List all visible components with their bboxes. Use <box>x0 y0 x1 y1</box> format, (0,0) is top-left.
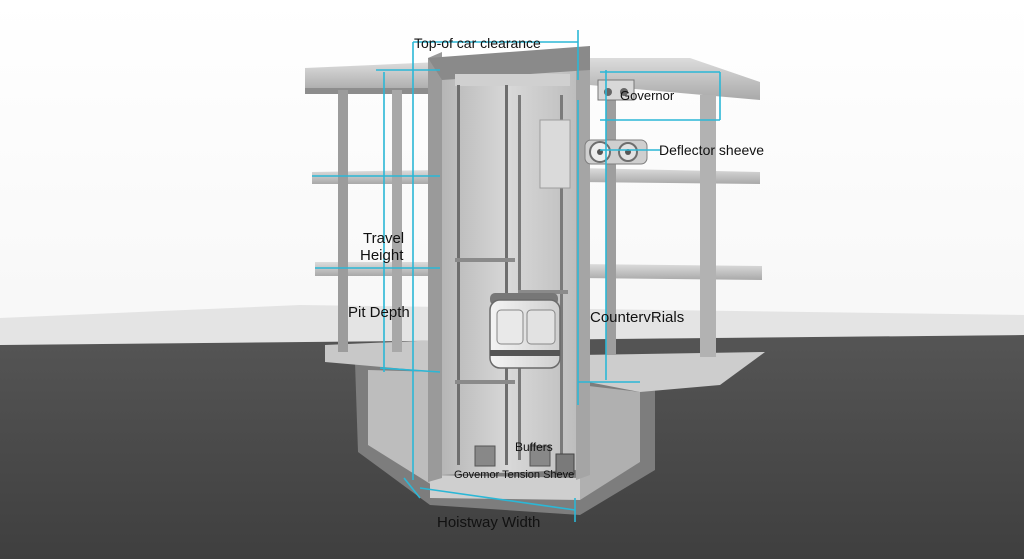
pit-depth-dimension <box>379 367 441 373</box>
machine-beam <box>455 74 570 86</box>
label-hoistway-width: Hoistway Width <box>437 514 540 531</box>
counterweight <box>539 119 571 189</box>
label-travel: Travel <box>363 230 404 247</box>
label-top-clearance: Top-of car clearance <box>414 35 541 51</box>
hoistway-width-dimension <box>419 487 576 511</box>
label-buffers: Buffers <box>515 440 553 454</box>
right-columns <box>606 90 716 357</box>
buffers <box>474 445 551 467</box>
label-counter-rails: CountervRials <box>590 309 684 326</box>
label-deflector-sheave: Deflector sheeve <box>659 142 764 158</box>
governor-tension-sheave <box>555 453 575 475</box>
hoistway-top-frame <box>428 46 590 80</box>
label-governor-tension-sheave: Govemor Tension Sheve <box>454 469 574 481</box>
deflector-sheave <box>584 139 648 165</box>
rail-brackets <box>455 258 568 384</box>
label-pit-depth: Pit Depth <box>348 304 410 321</box>
label-governor: Governor <box>620 88 675 103</box>
elevator-car <box>489 293 561 369</box>
hoistway-left-wall <box>428 52 442 482</box>
dimension-lines <box>312 30 721 522</box>
label-height: Height <box>360 247 404 264</box>
left-columns <box>338 90 402 352</box>
car-guide-rails <box>457 85 563 465</box>
